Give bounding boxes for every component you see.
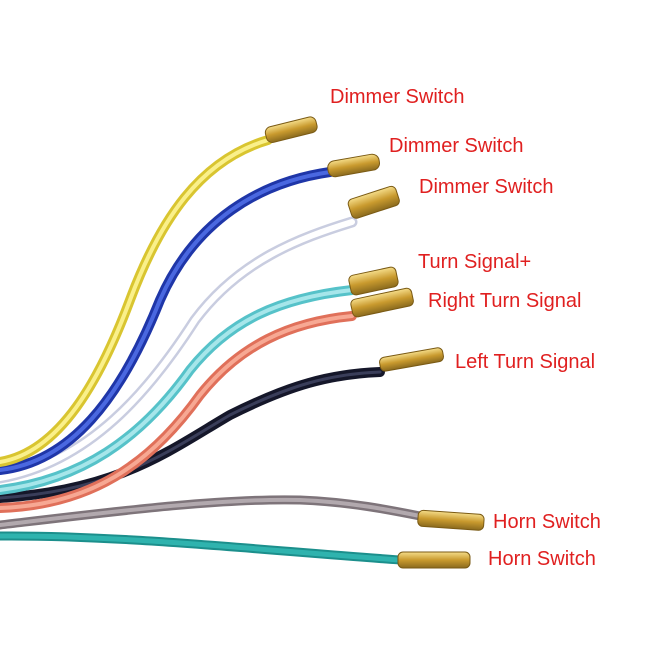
- label-dimmer-switch-1: Dimmer Switch: [330, 86, 465, 108]
- teal-wire: [0, 531, 405, 565]
- label-right-turn-signal: Right Turn Signal: [428, 290, 582, 312]
- blue-wire: [0, 167, 335, 475]
- teal-wire-terminal: [397, 551, 471, 569]
- label-horn-switch-2: Horn Switch: [488, 548, 596, 570]
- white-wire: [0, 216, 358, 484]
- salmon-wire-terminal: [350, 287, 414, 318]
- blue-wire-terminal: [327, 153, 380, 178]
- label-turn-signal-plus: Turn Signal+: [418, 251, 532, 273]
- white-wire-terminal: [347, 185, 400, 219]
- gray-wire: [0, 495, 425, 530]
- yellow-wire: [0, 135, 273, 467]
- cyan-wire-terminal: [348, 266, 399, 296]
- salmon-wire: [0, 311, 357, 513]
- gray-wire-terminal: [417, 509, 485, 531]
- black-wire-terminal: [379, 347, 444, 372]
- black-wire: [0, 367, 385, 503]
- label-left-turn-signal: Left Turn Signal: [455, 351, 596, 373]
- cyan-wire: [0, 285, 357, 495]
- yellow-wire-terminal: [264, 116, 318, 143]
- label-dimmer-switch-2: Dimmer Switch: [389, 135, 524, 157]
- label-horn-switch-1: Horn Switch: [493, 511, 601, 533]
- label-dimmer-switch-3: Dimmer Switch: [419, 176, 554, 198]
